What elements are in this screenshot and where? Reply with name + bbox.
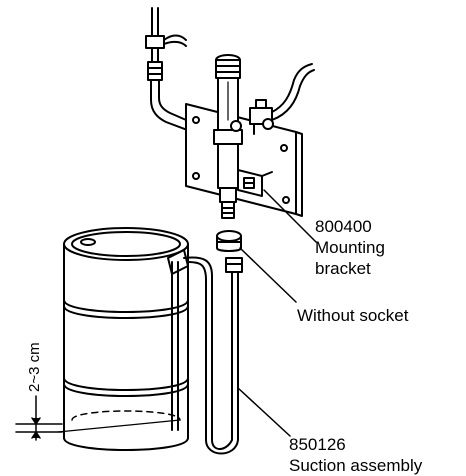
dimension-label: 2~3 cm: [26, 342, 43, 392]
suction-part-number: 850126: [289, 435, 346, 454]
suction-assembly-label: Suction assembly: [289, 456, 423, 475]
air-regulator: [249, 63, 315, 135]
bracket-label-line2: bracket: [315, 259, 371, 278]
without-socket-label: Without socket: [297, 306, 409, 325]
bracket-part-number: 800400: [315, 217, 372, 236]
socket-fitting: [216, 230, 242, 252]
suction-assembly: [167, 249, 243, 455]
pump-body: [213, 54, 243, 219]
oil-drum: [63, 227, 189, 451]
bracket-leader-line: [263, 189, 317, 243]
socket-leader-line: [239, 247, 297, 303]
dimension-marker: [15, 395, 181, 441]
bracket-label-line1: Mounting: [315, 238, 385, 257]
mounting-bracket: [237, 169, 273, 197]
suction-leader-line: [237, 387, 291, 437]
wall-plate: [185, 103, 303, 217]
